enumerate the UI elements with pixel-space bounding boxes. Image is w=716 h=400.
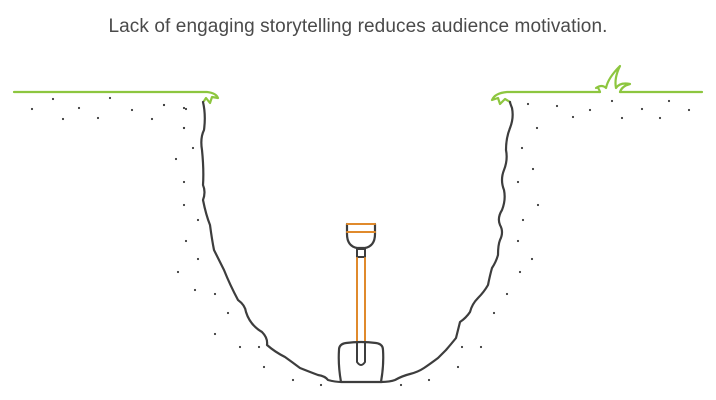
ground-right (490, 90, 704, 106)
grass-tuft-icon (594, 64, 632, 94)
shovel-icon (337, 222, 385, 384)
diagram-title: Lack of engaging storytelling reduces au… (108, 16, 608, 37)
hole-outline (200, 100, 514, 384)
soil-dots (30, 96, 691, 387)
ground-left (12, 90, 220, 105)
